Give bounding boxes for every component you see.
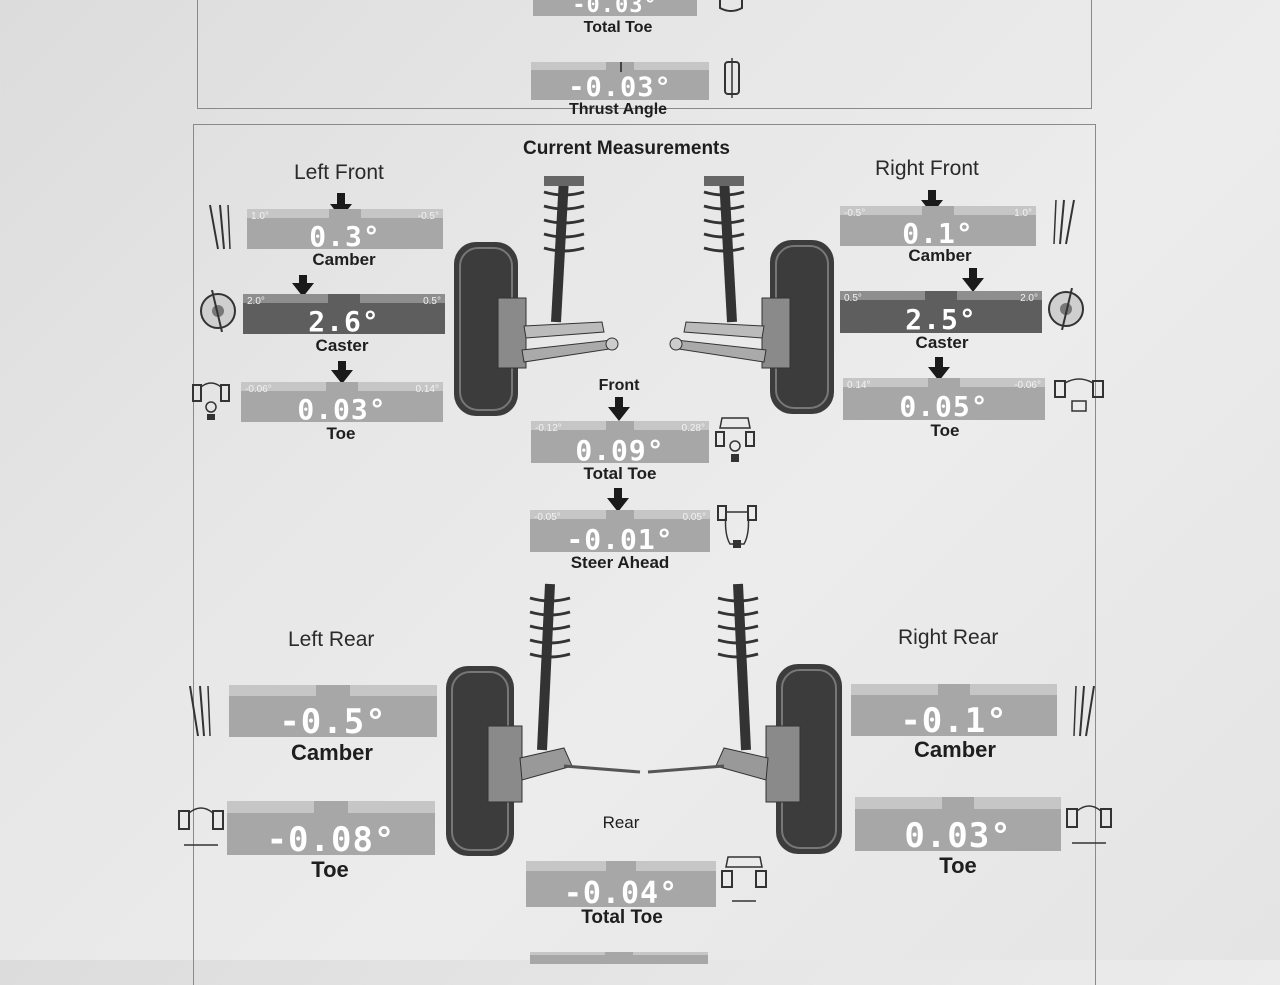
caster-wheel-icon <box>200 290 236 332</box>
front-right-suspension-drawing <box>669 176 834 414</box>
steer-ahead-car-icon <box>717 505 757 548</box>
lf-caster-value: 2.6° <box>308 305 380 334</box>
front-total-toe-min: -0.12° <box>535 423 562 434</box>
camber-wheel-icon <box>1053 199 1075 245</box>
front-total-toe-label: Total Toe <box>583 464 657 483</box>
rf-caster-arrow <box>962 278 984 292</box>
lf-caster-gauge: 2.0° 0.5° 2.6° <box>243 294 445 334</box>
lf-camber-value: 0.3° <box>309 220 381 249</box>
rear-total-toe-car-icon <box>721 856 767 902</box>
right-front-heading: Right Front <box>875 157 979 180</box>
rear-total-toe-label: Total Toe <box>581 907 663 928</box>
top-total-toe-gauge: -0.03° <box>533 0 697 16</box>
thrust-angle-icon <box>724 58 740 98</box>
toe-car-icon <box>178 807 224 846</box>
rr-toe-gauge: 0.03° <box>855 797 1061 851</box>
thrust-angle-gauge: -0.03° <box>531 62 709 100</box>
rear-total-toe-gauge: -0.04° <box>526 861 716 907</box>
toe-car-icon <box>1054 378 1104 412</box>
rear-axle-label: Rear <box>602 813 640 832</box>
lf-camber-label: Camber <box>312 250 376 269</box>
lr-toe-value: -0.08° <box>266 820 396 855</box>
caster-wheel-icon <box>1048 288 1084 330</box>
rf-toe-gauge: 0.14° -0.06° 0.05° <box>843 378 1045 420</box>
toe-car-icon <box>192 382 230 420</box>
camber-wheel-icon <box>1073 685 1095 737</box>
page-title: Current Measurements <box>523 138 730 159</box>
front-total-toe-arrow <box>608 407 630 421</box>
rf-camber-value: 0.1° <box>902 217 974 246</box>
steer-ahead-max: 0.05° <box>682 512 706 523</box>
front-total-toe-gauge: -0.12° 0.28° 0.09° <box>531 421 709 463</box>
front-total-toe-max: 0.28° <box>681 423 705 434</box>
lf-camber-gauge: 1.0° -0.5° 0.3° <box>247 209 443 249</box>
rear-total-toe-value: -0.04° <box>563 876 679 907</box>
rear-right-suspension-drawing <box>647 583 842 854</box>
camber-wheel-icon <box>209 204 231 250</box>
total-toe-car-icon <box>715 417 755 462</box>
lr-toe-label: Toe <box>311 857 349 882</box>
lf-camber-max: -0.5° <box>417 211 439 222</box>
rr-toe-label: Toe <box>939 853 977 878</box>
rr-toe-value: 0.03° <box>904 816 1012 851</box>
rf-camber-gauge: -0.5° 1.0° 0.1° <box>840 206 1036 246</box>
rf-camber-max: 1.0° <box>1014 208 1032 219</box>
lf-camber-min: 1.0° <box>251 211 269 222</box>
rf-toe-max: -0.06° <box>1014 380 1041 391</box>
rf-caster-min: 0.5° <box>844 293 862 304</box>
rf-caster-label: Caster <box>915 333 969 352</box>
top-total-toe-label: Total Toe <box>583 19 653 36</box>
steer-ahead-label: Steer Ahead <box>570 553 670 572</box>
lr-camber-value: -0.5° <box>279 702 387 737</box>
lf-caster-min: 2.0° <box>247 296 265 307</box>
front-left-suspension-drawing <box>454 176 619 416</box>
lr-toe-gauge: -0.08° <box>227 801 435 855</box>
left-rear-heading: Left Rear <box>288 628 375 651</box>
left-front-heading: Left Front <box>294 161 384 184</box>
rr-camber-gauge: -0.1° <box>851 684 1057 736</box>
steer-ahead-gauge: -0.05° 0.05° -0.01° <box>530 510 710 552</box>
lf-caster-arrow <box>292 283 314 297</box>
right-rear-heading: Right Rear <box>898 626 999 649</box>
rr-camber-label: Camber <box>914 737 996 762</box>
lr-camber-label: Camber <box>291 740 373 765</box>
vehicle-top-icon <box>719 0 743 12</box>
rf-toe-min: 0.14° <box>847 380 871 391</box>
steer-ahead-min: -0.05° <box>534 512 561 523</box>
lr-camber-gauge: -0.5° <box>229 685 437 737</box>
lf-toe-min: -0.06° <box>245 384 272 395</box>
front-total-toe-value: 0.09° <box>575 434 665 463</box>
rf-toe-value: 0.05° <box>899 390 989 420</box>
steer-ahead-value: -0.01° <box>566 523 674 552</box>
rf-caster-max: 2.0° <box>1020 293 1038 304</box>
lf-toe-label: Toe <box>326 424 356 443</box>
rf-toe-arrow <box>928 367 950 381</box>
lf-caster-label: Caster <box>315 336 369 355</box>
lf-caster-max: 0.5° <box>423 296 441 307</box>
lf-toe-gauge: -0.06° 0.14° 0.03° <box>241 382 443 422</box>
previous-measurements-panel <box>197 0 1092 109</box>
top-total-toe-value: -0.03° <box>572 0 658 16</box>
rr-camber-value: -0.1° <box>900 701 1008 736</box>
rf-camber-label: Camber <box>908 246 972 265</box>
camber-wheel-icon <box>189 685 211 737</box>
thrust-angle-value: -0.03° <box>568 72 672 100</box>
steer-ahead-arrow <box>607 498 629 512</box>
rf-toe-label: Toe <box>930 421 960 440</box>
thrust-angle-label: Thrust Angle <box>568 101 668 118</box>
lf-toe-value: 0.03° <box>297 393 387 422</box>
rf-caster-gauge: 0.5° 2.0° 2.5° <box>840 291 1042 333</box>
rf-camber-min: -0.5° <box>844 208 866 219</box>
rear-left-suspension-drawing <box>446 583 641 856</box>
lf-toe-arrow <box>331 370 353 384</box>
current-measurements-panel <box>193 124 1096 985</box>
bottom-partial-gauge <box>530 952 708 964</box>
front-axle-label: Front <box>598 377 640 394</box>
toe-car-icon <box>1066 805 1112 844</box>
rf-caster-value: 2.5° <box>905 303 977 333</box>
lf-toe-max: 0.14° <box>415 384 439 395</box>
